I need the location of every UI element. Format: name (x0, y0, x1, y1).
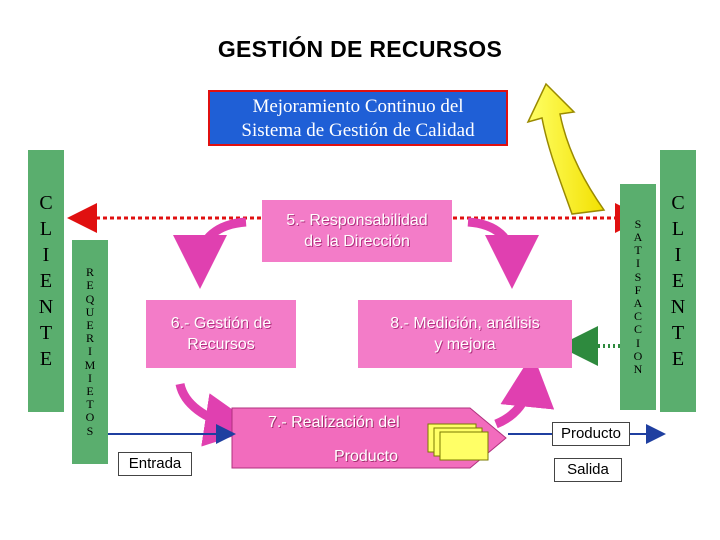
client-left-letter: L (39, 218, 53, 240)
requirements-letter: M (84, 357, 96, 372)
requirements-letter: E (86, 317, 94, 332)
satisfaction-letter: A (633, 229, 643, 244)
client-right-letter: L (671, 218, 685, 240)
process-8-line1: 8.- Medición, análisis (390, 315, 540, 332)
requirements-letter: I (88, 344, 92, 359)
requirements-letter: E (86, 384, 94, 398)
process-7-line1: 7.- Realización del (268, 414, 400, 431)
satisfaction-letter: I (636, 335, 640, 350)
process-5-line1: 5.- Responsabilidad (286, 212, 428, 229)
process-6-box: 6.- Gestión de Recursos (146, 300, 296, 368)
requirements-letter: R (85, 331, 94, 346)
cycle-arrow-bottom-right (494, 353, 555, 429)
continuous-improvement-line1: Mejoramiento Continuo del (252, 96, 464, 117)
client-right-letter: C (671, 192, 685, 214)
satisfaction-letter: C (633, 322, 642, 337)
satisfaction-letter: N (633, 362, 643, 377)
entrada-label: Entrada (118, 452, 192, 476)
client-left-letter: C (39, 192, 53, 214)
requirements-letter: R (85, 265, 94, 280)
client-left-letter: N (38, 296, 54, 318)
client-left-letter: I (42, 244, 50, 266)
cycle-arrow-top-left (173, 217, 247, 289)
client-left-letter: E (39, 348, 53, 370)
satisfaction-letter: C (633, 309, 642, 324)
process-6-line1: 6.- Gestión de (170, 315, 272, 332)
client-right-letter: T (671, 322, 685, 344)
satisfaction-letter: T (634, 243, 642, 258)
satisfaction-letter: O (633, 348, 643, 363)
satisfaction-letter: S (634, 216, 642, 231)
requirements-letter: Q (85, 291, 95, 306)
process-8-box: 8.- Medición, análisis y mejora (358, 300, 572, 368)
cycle-arrow-bottom-left (175, 382, 259, 447)
requirements-letter: E (86, 278, 94, 293)
improvement-feedback-arrow (526, 82, 606, 215)
continuous-improvement-box: Mejoramiento Continuo del Sistema de Ges… (208, 90, 508, 146)
requirements-letter: S (86, 423, 94, 438)
satisfaction-letter: A (633, 296, 643, 310)
requirements-letter: O (85, 410, 95, 425)
page-title: GESTIÓN DE RECURSOS (217, 36, 503, 62)
client-right-letter: N (670, 296, 686, 318)
process-6-line2: Recursos (187, 336, 255, 353)
client-left-letter: E (39, 270, 53, 292)
requirements-letter: I (88, 370, 92, 385)
process-7-line2: Producto (333, 448, 399, 465)
producto-label: Producto (552, 422, 630, 446)
client-left-letter: T (39, 322, 53, 344)
requirements-letter: U (85, 304, 95, 319)
process-8-line2: y mejora (434, 336, 496, 353)
process-5-line2: de la Dirección (304, 233, 410, 250)
requirements-letter: T (86, 397, 94, 412)
satisfaction-letter: S (634, 269, 642, 284)
process-5-box: 5.- Responsabilidad de la Dirección (262, 200, 452, 262)
satisfaction-letter: I (636, 256, 640, 271)
cycle-arrow-top-right (467, 217, 539, 289)
client-right-letter: E (671, 348, 685, 370)
salida-label: Salida (554, 458, 622, 482)
continuous-improvement-line2: Sistema de Gestión de Calidad (241, 120, 475, 141)
satisfaction-letter: F (634, 282, 642, 297)
client-right-letter: E (671, 270, 685, 292)
client-right-letter: I (674, 244, 682, 266)
